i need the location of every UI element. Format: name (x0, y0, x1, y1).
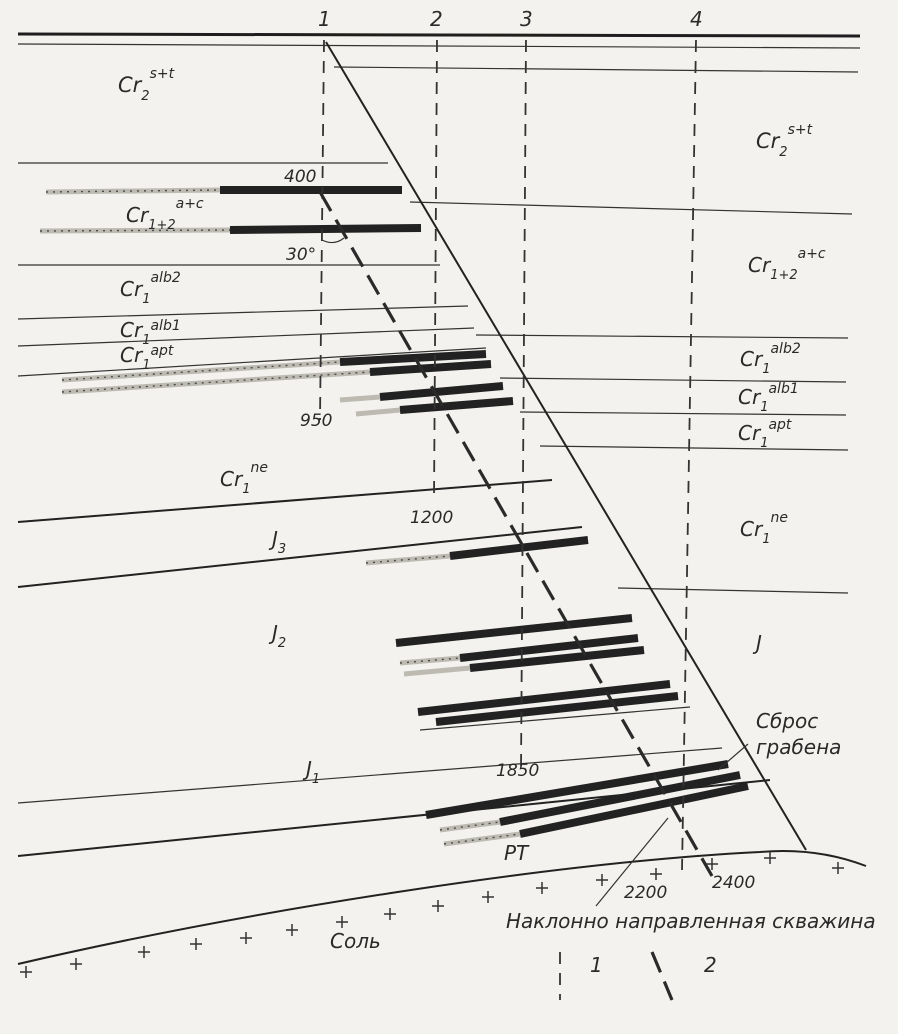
right-horizon-alb2-base (499, 377, 847, 383)
right-label-j: J (752, 631, 762, 655)
reservoir-bed (449, 536, 589, 560)
depth-2200: 2200 (624, 883, 667, 903)
right-horizon-ne-base (617, 587, 849, 594)
inclined-well-leader (595, 817, 669, 907)
reservoir-bed (369, 360, 492, 376)
left-label-cr1-alb1: Cr1alb1 (120, 318, 181, 348)
right-horizon-alb1-base (519, 411, 847, 416)
top-surface (17, 32, 861, 49)
salt-cross-pattern (20, 852, 844, 978)
well-2 (433, 39, 438, 501)
left-label-j1: J1 (302, 757, 320, 787)
ground-surface-line (17, 32, 861, 38)
well-3 (520, 39, 527, 771)
fault-label-line1: Сброс (756, 709, 818, 733)
reservoir-bed (499, 771, 741, 826)
left-horizon-alb1-base (17, 327, 475, 347)
well-4 (681, 39, 697, 871)
reservoir-beds (39, 186, 749, 847)
right-horizon-cr2-top (333, 66, 859, 73)
right-label-cr1-apt: Cr1apt (738, 417, 792, 451)
legend-label-1: 1 (590, 953, 603, 977)
depth-1200: 1200 (410, 508, 453, 528)
reservoir-bed (459, 634, 639, 662)
well-number-2: 2 (430, 7, 443, 31)
left-horizon-alb2-base (17, 305, 469, 320)
fault-label-line2: грабена (756, 735, 841, 759)
reservoir-bed (379, 382, 504, 401)
vertical-wells (319, 39, 697, 871)
right-label-cr1-alb2: Cr1alb2 (740, 341, 801, 377)
legend-symbol-inclined-well (650, 951, 674, 1001)
left-label-cr1-ne: Cr1ne (220, 460, 268, 497)
inclined-well-label: Наклонно направленная скважина (506, 909, 876, 933)
left-strat-labels: Cr2s+t Cr1+2a+c Cr1alb2 Cr1alb1 Cr1apt C… (118, 66, 320, 787)
right-label-cr1-alb1: Cr1alb1 (738, 381, 799, 415)
legend: 1 2 (559, 951, 717, 1001)
well-number-labels: 1 2 3 4 (318, 7, 703, 31)
right-label-cr1-ne: Cr1ne (740, 510, 788, 547)
inclination-angle: 30° (286, 245, 316, 265)
left-label-cr1-apt: Cr1apt (120, 343, 174, 373)
left-label-j3: J3 (268, 527, 286, 557)
left-horizon-j2-lower (419, 706, 691, 731)
left-horizon-j3-base (17, 526, 583, 588)
reservoir-bed (395, 614, 633, 647)
fault-label-leader (717, 743, 749, 771)
right-block-horizons (333, 66, 859, 594)
well-1 (319, 39, 325, 421)
reservoir-bed (469, 646, 645, 672)
reservoir-bed (519, 782, 749, 838)
right-horizon-cr2-base (409, 201, 853, 215)
salt-top-surface (17, 849, 867, 965)
well-number-3: 3 (520, 7, 533, 31)
depth-400: 400 (284, 167, 316, 187)
left-block-horizons (17, 162, 771, 857)
depth-2400: 2400 (712, 873, 755, 893)
well-number-4: 4 (690, 7, 703, 31)
well-number-1: 1 (318, 7, 331, 31)
depth-labels: 400 950 1200 1850 2200 2400 30° (284, 167, 755, 903)
depth-950: 950 (300, 411, 332, 431)
reservoir-bed (399, 397, 514, 414)
left-label-j2: J2 (268, 621, 286, 651)
reservoir-bed (339, 350, 487, 366)
reservoir-bed (229, 224, 422, 234)
angle-arc (321, 237, 345, 244)
left-horizon-ne-base (17, 479, 553, 523)
top-horizon-line (17, 43, 861, 49)
left-horizon-j2-base (17, 747, 723, 804)
right-strat-labels: Cr2s+t Cr1+2a+c Cr1alb2 Cr1alb1 Cr1apt C… (738, 122, 826, 655)
left-label-cr12-ac: Cr1+2a+c (126, 196, 204, 233)
graben-fault-plane (325, 41, 807, 851)
right-horizon-ac-base (475, 334, 849, 339)
right-label-cr12-ac: Cr1+2a+c (748, 246, 826, 283)
depth-1850: 1850 (496, 761, 539, 781)
left-horizon-apt-base (17, 347, 487, 377)
reservoir-bed (435, 692, 679, 726)
left-label-cr2-st: Cr2s+t (118, 66, 175, 104)
left-label-cr1-alb2: Cr1alb2 (120, 270, 181, 307)
salt-label: Соль (330, 929, 381, 953)
pt-label: PT (504, 841, 530, 865)
right-horizon-apt-base (539, 445, 849, 451)
reservoir-bed (425, 760, 729, 819)
right-label-cr2-st: Cr2s+t (756, 122, 813, 160)
inclined-well-trajectory (318, 191, 714, 877)
reservoir-bed (417, 680, 671, 716)
legend-label-2: 2 (704, 953, 717, 977)
